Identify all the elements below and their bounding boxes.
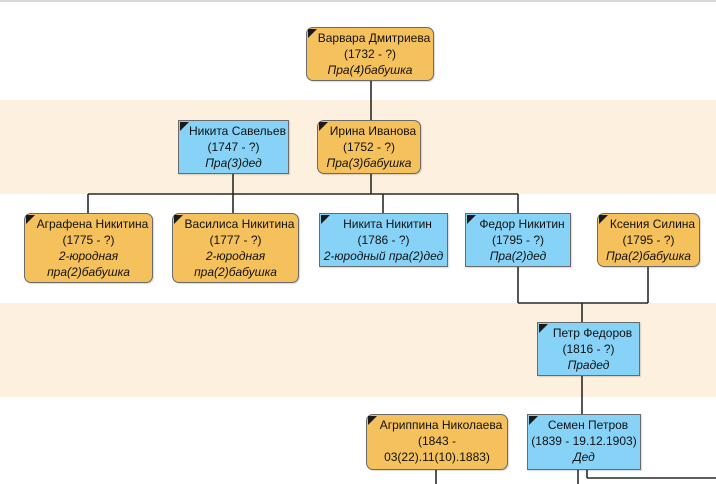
person-relation-line2: пра(2)бабушка (194, 265, 277, 279)
person-dates: (1786 - ?) (357, 233, 410, 247)
person-relation: Пра(3)бабушка (326, 156, 412, 170)
person-dates: (1843 - (417, 434, 457, 448)
person-relation: Пра(2)дед (489, 249, 547, 263)
person-name: Ирина Иванова (329, 124, 417, 138)
person-relation-line2: пра(2)бабушка (47, 265, 130, 279)
person-card-semen[interactable]: Семен Петров (1839 - 19.12.1903) Дед (527, 414, 641, 470)
person-card-fedor[interactable]: Федор Никитин (1795 - ?) Пра(2)дед (465, 213, 571, 267)
person-dates: (1816 - ?) (562, 342, 615, 356)
person-relation: Пра(4)бабушка (327, 63, 413, 77)
person-card-nikita-nikitin[interactable]: Никита Никитин (1786 - ?) 2-юродный пра(… (319, 213, 448, 267)
person-relation-line1: 2-юродная (205, 249, 266, 263)
person-dates: (1777 - ?) (209, 233, 262, 247)
person-card-nikita-savelev[interactable]: Никита Савельев (1747 - ?) Пра(3)дед (178, 120, 289, 174)
person-relation: Пра(3)дед (205, 156, 262, 170)
person-card-vasilisa[interactable]: Василиса Никитина (1777 - ?) 2-юродная п… (172, 213, 299, 283)
person-name: Никита Савельев (189, 124, 286, 138)
person-name: Петр Федоров (552, 326, 633, 340)
person-dates: (1775 - ?) (62, 233, 115, 247)
person-dates: (1839 - 19.12.1903) (531, 434, 637, 448)
person-dates: (1732 - ?) (343, 47, 397, 61)
person-dates: (1752 - ?) (342, 140, 396, 154)
person-card-irina[interactable]: Ирина Иванова (1752 - ?) Пра(3)бабушка (317, 120, 421, 174)
person-card-petr[interactable]: Петр Федоров (1816 - ?) Прадед (537, 322, 640, 376)
person-relation: 2-юродный пра(2)дед (323, 249, 444, 263)
person-card-kseniya[interactable]: Ксения Силина (1795 - ?) Пра(2)бабушка (597, 213, 700, 267)
top-border (0, 0, 716, 2)
person-relation: Прадед (567, 358, 610, 372)
person-name: Семен Петров (547, 418, 629, 432)
person-name: Василиса Никитина (184, 217, 295, 231)
person-name: Ксения Силина (609, 217, 696, 231)
person-relation-line1: 2-юродная (58, 249, 119, 263)
person-relation: Пра(2)бабушка (606, 249, 691, 263)
person-dates: (1795 - ?) (622, 233, 675, 247)
person-card-agrippina[interactable]: Агриппина Николаева (1843 - 03(22).11(10… (366, 414, 508, 470)
person-name: Федор Никитин (479, 217, 565, 231)
person-name: Агриппина Николаева (379, 418, 503, 432)
person-dates-line2: 03(22).11(10).1883) (384, 450, 490, 464)
person-card-agrafena[interactable]: Аграфена Никитина (1775 - ?) 2-юродная п… (24, 213, 153, 283)
person-dates: (1747 - ?) (207, 140, 260, 154)
person-relation: Дед (573, 450, 595, 464)
person-name: Варвара Дмитриева (317, 31, 431, 45)
person-dates: (1795 - ?) (491, 233, 545, 247)
person-card-varvara[interactable]: Варвара Дмитриева (1732 - ?) Пра(4)бабуш… (306, 27, 434, 81)
person-name: Аграфена Никитина (36, 217, 149, 231)
person-name: Никита Никитин (343, 217, 432, 231)
